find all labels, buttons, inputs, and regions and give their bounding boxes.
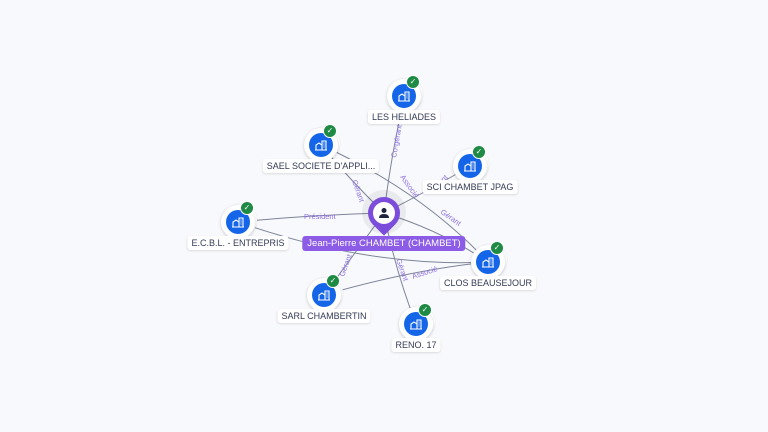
verified-check-icon: ✓ [323,124,337,138]
edge-ecbl-clos [237,221,489,264]
company-bubble[interactable]: ✓ [453,145,487,183]
edge-label: Associé [411,264,439,281]
edge-label: Gérant [394,258,411,283]
company-label[interactable]: SAEL SOCIETE D'APPLI... [262,159,380,173]
company-bubble[interactable]: ✓ [399,303,433,341]
company-bubble[interactable]: ✓ [471,241,505,279]
center-person-label[interactable]: Jean-Pierre CHAMBET (CHAMBET) [302,236,466,251]
verified-check-icon: ✓ [240,201,254,215]
edge-label: Associé [398,173,420,200]
company-bubble[interactable]: ✓ [221,201,255,239]
company-bubble[interactable]: ✓ [387,75,421,113]
company-label[interactable]: E.C.B.L. - ENTREPRIS [187,236,289,250]
verified-check-icon: ✓ [326,274,340,288]
edge-sarl-clos [323,261,489,296]
company-label[interactable]: SARL CHAMBERTIN [277,309,371,323]
edge-label: Président [304,212,337,221]
company-label[interactable]: CLOS BEAUSEJOUR [439,276,537,290]
verified-check-icon: ✓ [418,303,432,317]
person-icon[interactable] [373,202,395,224]
verified-check-icon: ✓ [490,241,504,255]
company-bubble[interactable]: ✓ [307,274,341,312]
company-label[interactable]: SCI CHAMBET JPAG [422,180,518,194]
company-label[interactable]: RENO. 17 [391,338,441,352]
company-bubble[interactable]: ✓ [304,124,338,162]
verified-check-icon: ✓ [406,75,420,89]
edge-sael-clos [320,144,489,263]
verified-check-icon: ✓ [472,145,486,159]
edge-label: Gérant [439,207,464,228]
edge-label: Co-gérant [389,123,404,158]
company-label[interactable]: LES HELIADES [367,110,441,124]
building-icon [312,283,336,307]
edge-label: Gérant [337,252,354,277]
